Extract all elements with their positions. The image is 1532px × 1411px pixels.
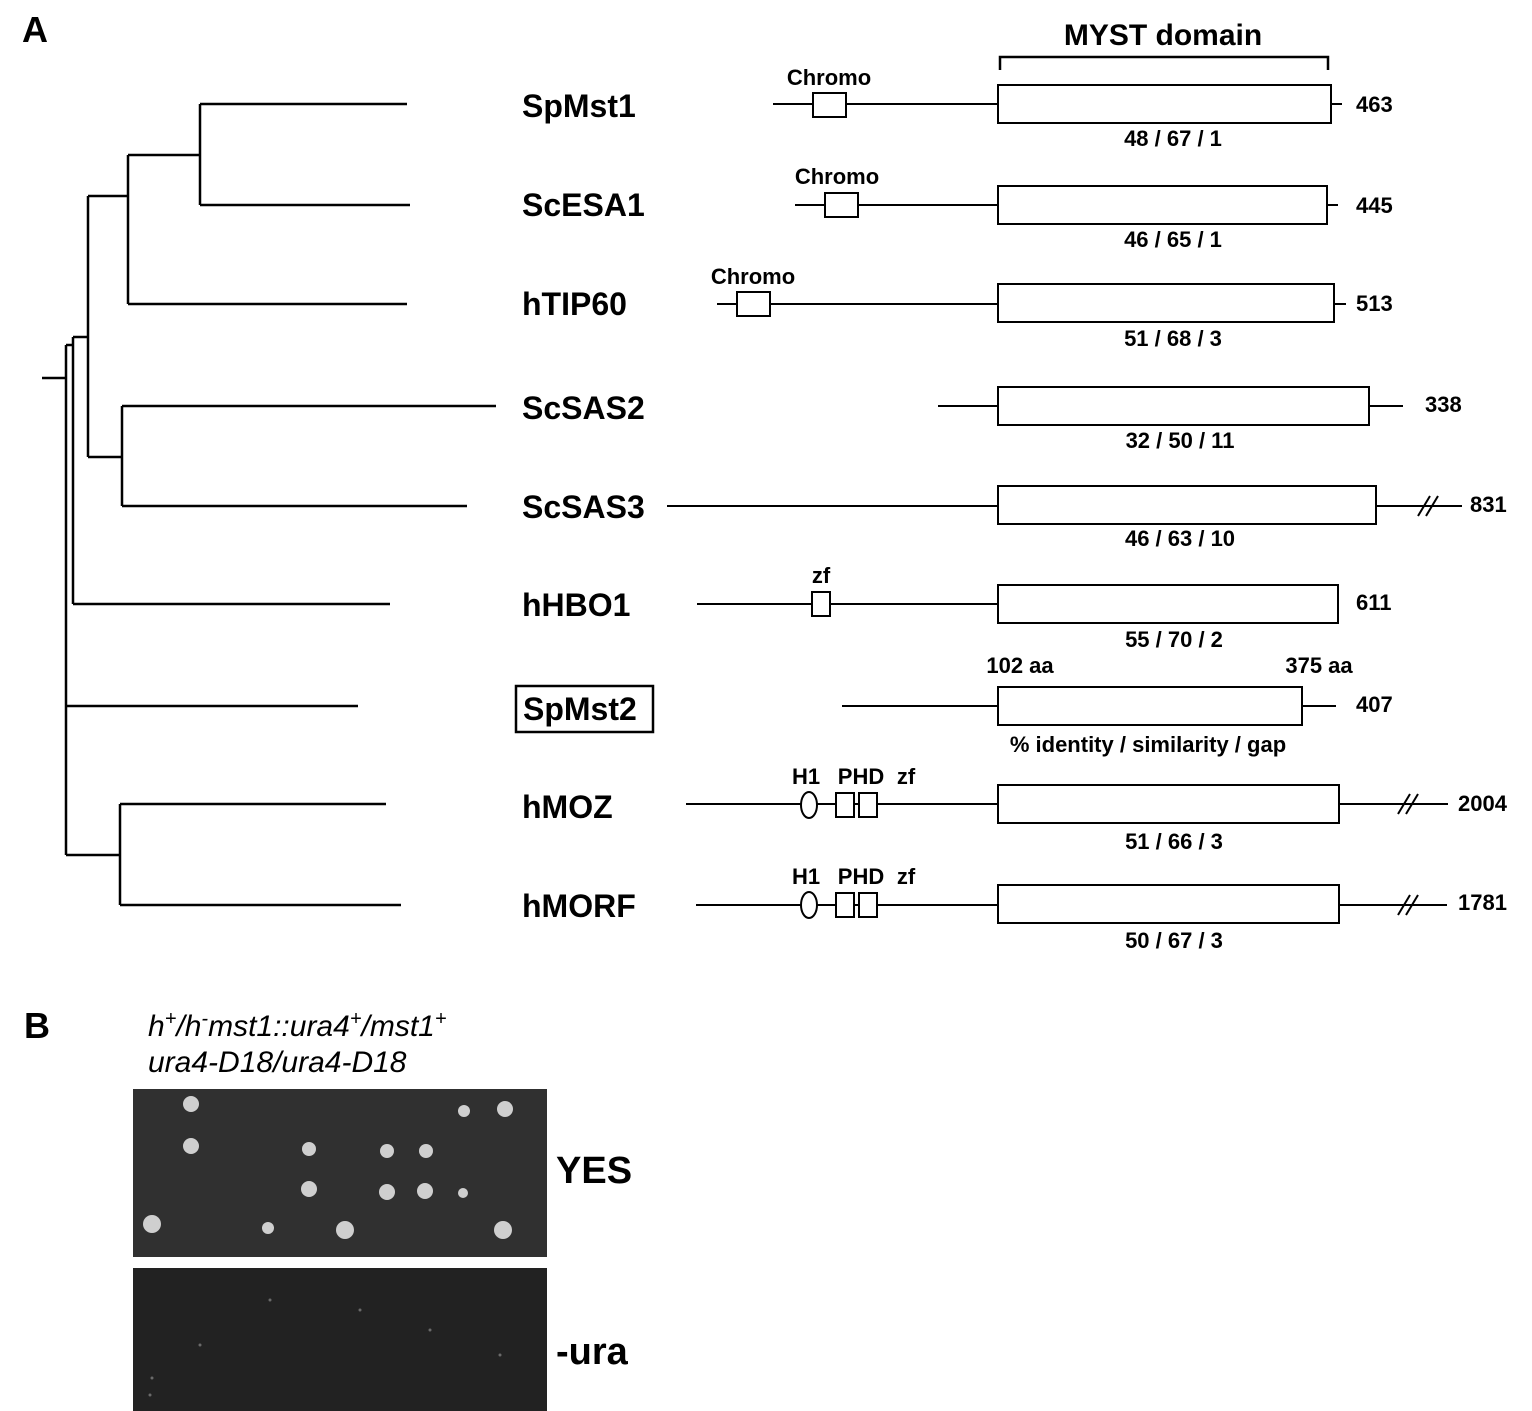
identity-stats: 51 / 66 / 3 bbox=[1125, 829, 1223, 854]
chromo-domain-box bbox=[736, 291, 771, 317]
identity-stats: 32 / 50 / 11 bbox=[1126, 428, 1235, 453]
plate-speck bbox=[498, 1353, 502, 1357]
yeast-colony bbox=[494, 1221, 512, 1239]
protein-length: 407 bbox=[1356, 692, 1393, 717]
protein-length: 2004 bbox=[1458, 791, 1508, 816]
myst-domain-bracket bbox=[998, 55, 1330, 70]
protein-name-scsas3: ScSAS3 bbox=[522, 489, 645, 525]
phd-domain-box bbox=[835, 892, 855, 918]
zf-domain-box bbox=[811, 591, 831, 617]
region-start-label: 102 aa bbox=[986, 653, 1054, 678]
plate-speck bbox=[150, 1376, 154, 1380]
yeast-colony bbox=[143, 1215, 161, 1233]
phylogenetic-tree bbox=[42, 102, 496, 907]
schematic-htip60 bbox=[717, 283, 1346, 323]
yeast-colony bbox=[336, 1221, 354, 1239]
protein-length: 1781 bbox=[1458, 890, 1507, 915]
plate-speck bbox=[358, 1308, 362, 1312]
protein-name-hmoz: hMOZ bbox=[522, 789, 613, 825]
plate-label-yes: YES bbox=[556, 1150, 632, 1192]
identity-stats: 48 / 67 / 1 bbox=[1124, 126, 1222, 151]
yeast-colony bbox=[458, 1188, 468, 1198]
protein-name-spmst2: SpMst2 bbox=[523, 691, 637, 727]
protein-name-hmorf: hMORF bbox=[522, 888, 636, 924]
yeast-colony bbox=[380, 1144, 394, 1158]
protein-length: 463 bbox=[1356, 92, 1393, 117]
plate-speck bbox=[198, 1343, 202, 1347]
protein-name-htip60: hTIP60 bbox=[522, 286, 627, 322]
protein-name-hhbo1: hHBO1 bbox=[522, 587, 630, 623]
protein-length: 831 bbox=[1470, 492, 1507, 517]
plate-ura-specks bbox=[148, 1298, 502, 1397]
domain-label-zf: zf bbox=[897, 864, 916, 889]
protein-length: 338 bbox=[1425, 392, 1462, 417]
yeast-colony bbox=[301, 1181, 317, 1197]
yeast-colony bbox=[302, 1142, 316, 1156]
protein-length: 445 bbox=[1356, 193, 1393, 218]
zf-domain-box bbox=[858, 892, 878, 918]
protein-length: 611 bbox=[1356, 590, 1392, 615]
panel-b-letter: B bbox=[24, 1005, 50, 1046]
plate-speck bbox=[148, 1393, 152, 1397]
yeast-colony bbox=[262, 1222, 274, 1234]
protein-length: 513 bbox=[1356, 291, 1393, 316]
plate-yes-colonies bbox=[143, 1096, 513, 1239]
schematic-hmoz bbox=[686, 784, 1448, 824]
yeast-colony bbox=[497, 1101, 513, 1117]
domain-label-zf: zf bbox=[812, 563, 831, 588]
chromo-domain-box bbox=[812, 92, 847, 118]
schematic-scsas2 bbox=[938, 386, 1403, 426]
chromo-domain-box bbox=[824, 192, 859, 218]
yeast-colony bbox=[419, 1144, 433, 1158]
schematic-hmorf bbox=[696, 884, 1447, 924]
yeast-colony bbox=[417, 1183, 433, 1199]
identity-stats: 50 / 67 / 3 bbox=[1125, 928, 1223, 953]
plate-ura-image bbox=[133, 1268, 547, 1411]
h1-domain-oval bbox=[800, 791, 818, 819]
spmst2-highlight-box bbox=[514, 684, 655, 734]
phd-domain-box bbox=[835, 792, 855, 818]
identity-legend: % identity / similarity / gap bbox=[1010, 732, 1286, 757]
domain-label-phd: PHD bbox=[838, 864, 884, 889]
plate-label-ura: -ura bbox=[556, 1331, 629, 1373]
yeast-colony bbox=[183, 1138, 199, 1154]
genotype-line-2: ura4-D18/ura4-D18 bbox=[148, 1046, 407, 1079]
schematic-spmst2 bbox=[842, 686, 1336, 726]
region-end-label: 375 aa bbox=[1285, 653, 1353, 678]
yeast-colony bbox=[183, 1096, 199, 1112]
h1-domain-oval bbox=[800, 891, 818, 919]
schematic-hhbo1 bbox=[697, 584, 1339, 624]
identity-stats: 51 / 68 / 3 bbox=[1124, 326, 1222, 351]
domain-label-zf: zf bbox=[897, 764, 916, 789]
domain-label-h1: H1 bbox=[792, 764, 820, 789]
schematic-scesa1 bbox=[795, 185, 1338, 225]
domain-label-chromo: Chromo bbox=[795, 164, 879, 189]
identity-stats: 55 / 70 / 2 bbox=[1125, 627, 1223, 652]
identity-stats: 46 / 63 / 10 bbox=[1125, 526, 1235, 551]
yeast-colony bbox=[458, 1105, 470, 1117]
schematic-scsas3 bbox=[667, 485, 1462, 525]
yeast-colony bbox=[379, 1184, 395, 1200]
plate-speck bbox=[428, 1328, 432, 1332]
plate-speck bbox=[268, 1298, 272, 1302]
domain-label-h1: H1 bbox=[792, 864, 820, 889]
schematic-spmst1 bbox=[773, 84, 1342, 124]
myst-domain-title: MYST domain bbox=[1064, 19, 1262, 52]
domain-label-phd: PHD bbox=[838, 764, 884, 789]
panel-a-letter: A bbox=[22, 9, 48, 50]
protein-name-scsas2: ScSAS2 bbox=[522, 390, 645, 426]
domain-label-chromo: Chromo bbox=[711, 264, 795, 289]
domain-label-chromo: Chromo bbox=[787, 65, 871, 90]
identity-stats: 46 / 65 / 1 bbox=[1124, 227, 1222, 252]
genotype-line-1: h+/h-mst1::ura4+/mst1+ bbox=[148, 1008, 447, 1043]
zf-domain-box bbox=[858, 792, 878, 818]
protein-name-scesa1: ScESA1 bbox=[522, 187, 645, 223]
protein-name-spmst1: SpMst1 bbox=[522, 88, 636, 124]
